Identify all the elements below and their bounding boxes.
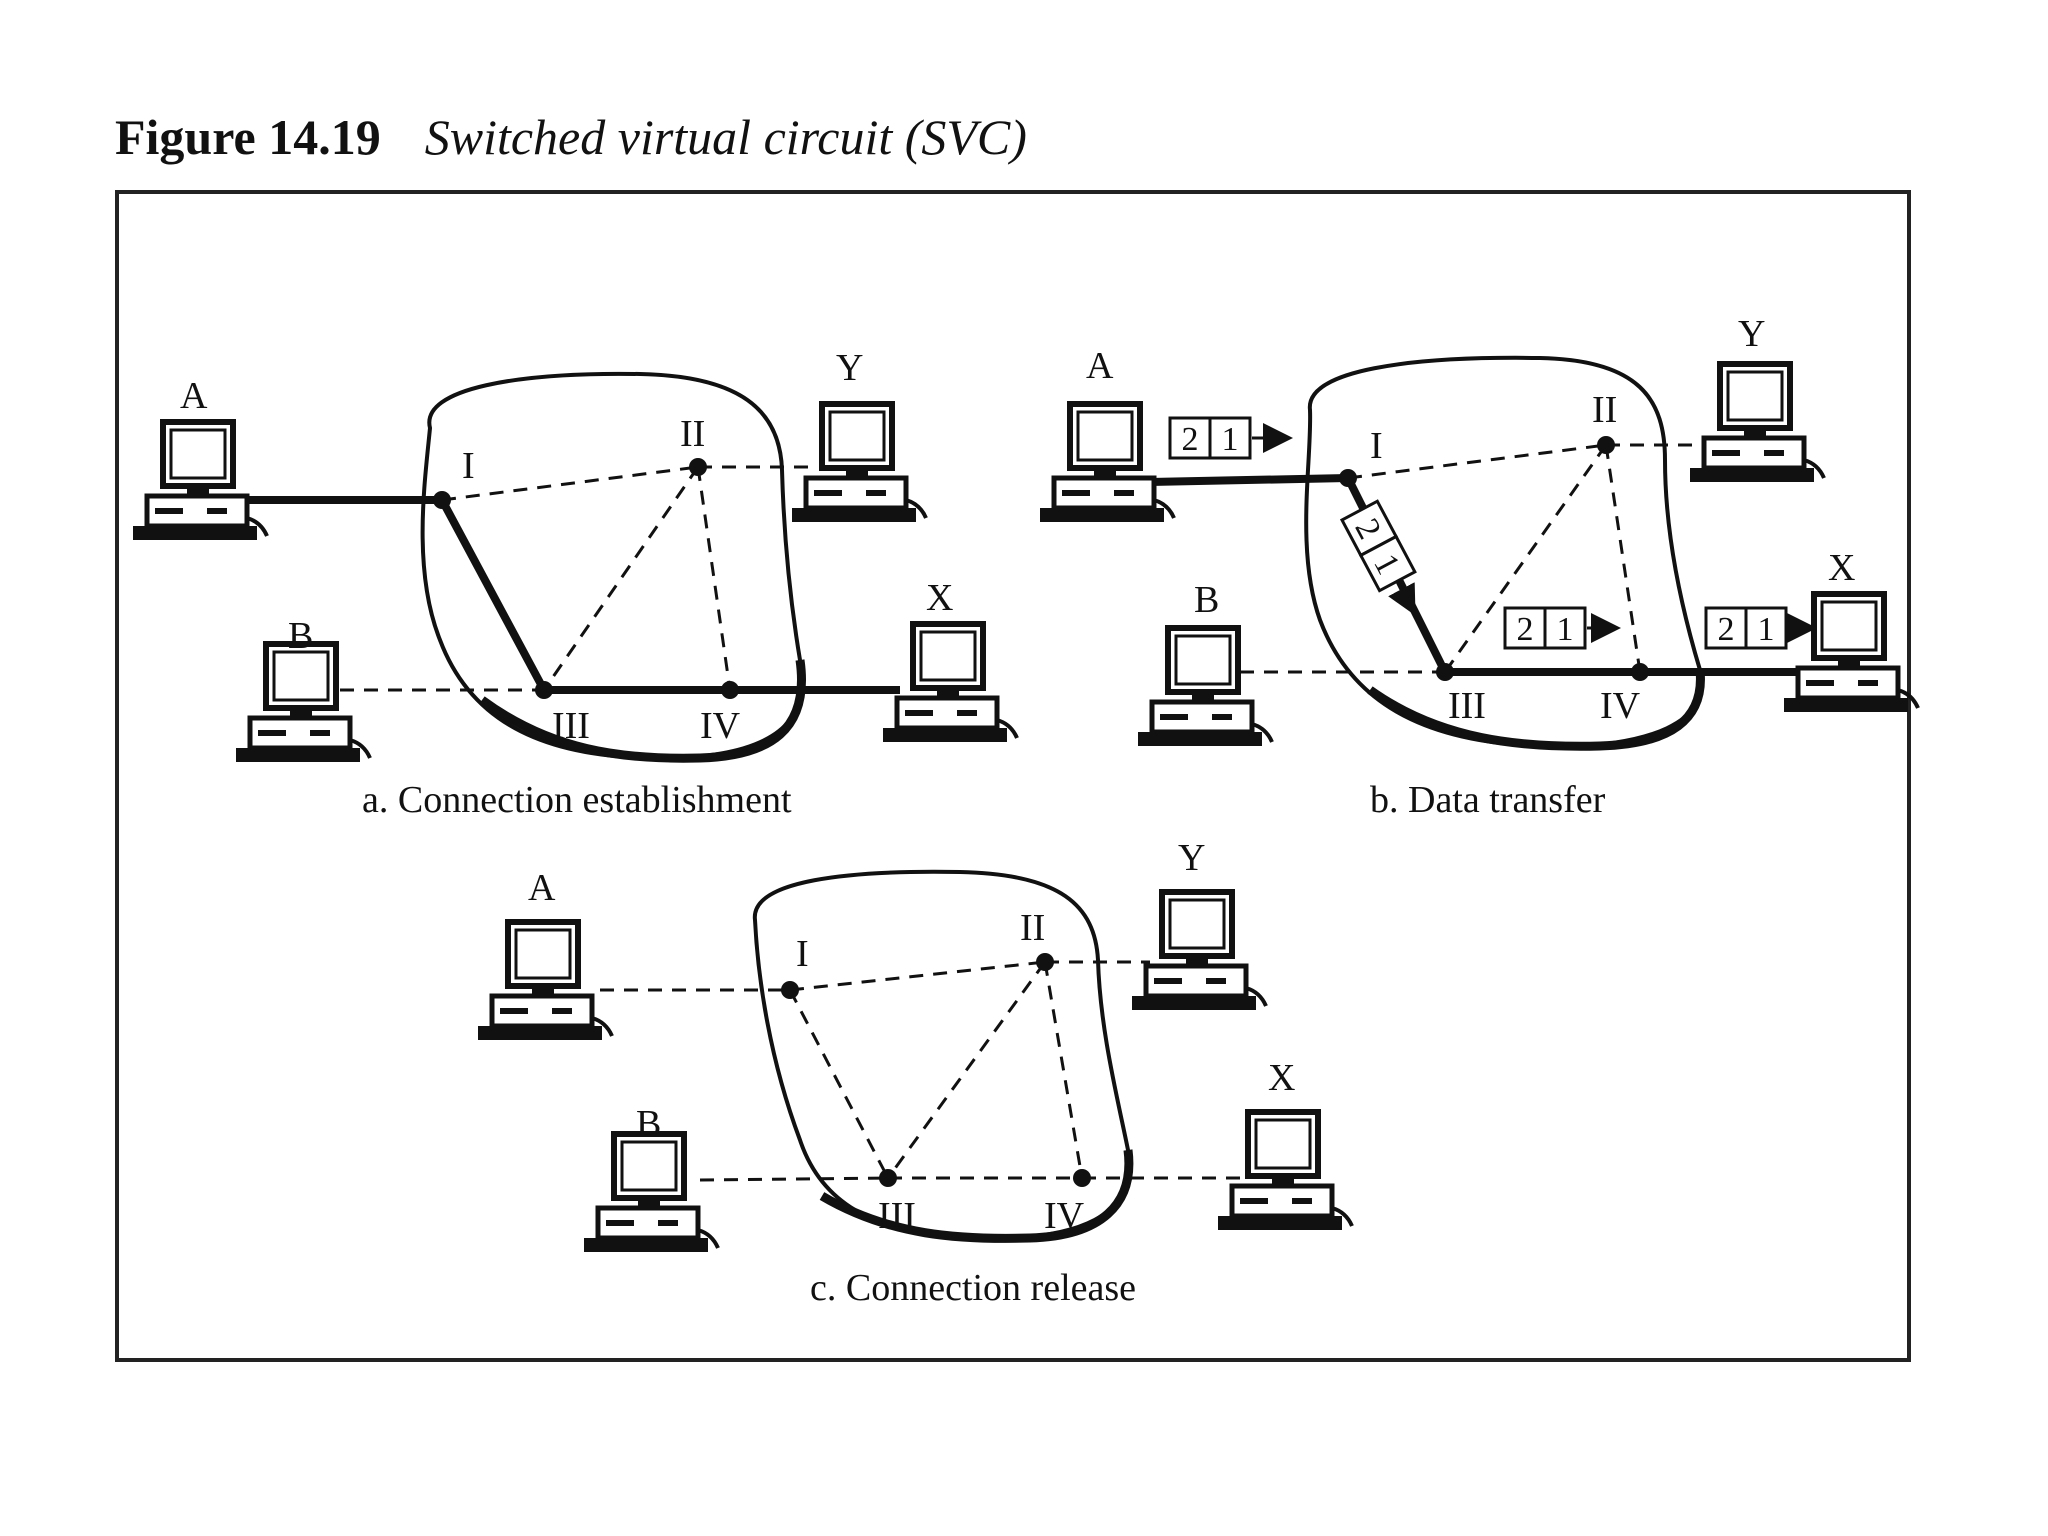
node-label-II: II <box>680 413 705 455</box>
node-label-I: I <box>462 445 475 487</box>
switch-node-I <box>433 491 451 509</box>
switch-node-III <box>1436 663 1454 681</box>
link-II-III <box>886 961 1047 1179</box>
node-label-IV: IV <box>1600 685 1641 727</box>
link-I-II <box>441 465 699 502</box>
node-label-II: II <box>1592 389 1617 431</box>
panel-a: I II III IV A B Y X a. Connection establ… <box>133 347 1017 821</box>
packet-group-I-III: 2 1 <box>1339 499 1417 616</box>
link-II-III <box>542 466 700 691</box>
computer-icon <box>1040 404 1174 522</box>
figure-title: Figure 14.19 Switched virtual circuit (SV… <box>115 108 1027 166</box>
cloud-thick-edge <box>1367 669 1705 751</box>
node-label-IV: IV <box>1044 1195 1085 1237</box>
computer-icon <box>584 1134 718 1252</box>
packet-group-III-IV: 2 1 <box>1503 606 1621 650</box>
packet-group-A-I: 2 1 <box>1168 416 1293 460</box>
host-label-A: A <box>528 867 556 909</box>
host-label-Y: Y <box>1738 313 1765 355</box>
figure-frame <box>115 190 1911 1362</box>
packet-label-2: 2 <box>1517 611 1534 648</box>
panel-c-caption: c. Connection release <box>810 1267 1136 1309</box>
packet-label-2: 2 <box>1182 421 1199 458</box>
link-I-II <box>1347 443 1607 480</box>
switch-node-I <box>1339 469 1357 487</box>
link-II-IV <box>1604 444 1642 673</box>
computer-icon <box>478 922 612 1040</box>
host-label-B: B <box>288 615 313 657</box>
circuit-A-I <box>1149 474 1349 486</box>
node-label-II: II <box>1020 907 1045 949</box>
packet-label-1: 1 <box>1557 611 1574 648</box>
node-label-IV: IV <box>700 705 741 747</box>
computer-icon <box>133 422 267 540</box>
packet-label-1: 1 <box>1758 611 1775 648</box>
host-label-X: X <box>926 577 953 619</box>
cloud-thick-edge <box>479 659 806 763</box>
switch-node-II <box>1036 953 1054 971</box>
panel-b-caption: b. Data transfer <box>1370 779 1606 821</box>
host-label-A: A <box>1086 345 1114 387</box>
link-I-II <box>789 960 1046 992</box>
computer-icon <box>1138 628 1272 746</box>
node-label-III: III <box>552 705 590 747</box>
switch-node-II <box>689 458 707 476</box>
host-label-B: B <box>636 1103 661 1145</box>
switch-node-II <box>1597 436 1615 454</box>
host-label-B: B <box>1194 579 1219 621</box>
packet-label-1: 1 <box>1222 421 1239 458</box>
switch-node-IV <box>1073 1169 1091 1187</box>
computer-icon <box>1690 364 1824 482</box>
panel-c: I II III IV A B Y X c. Connection releas… <box>478 837 1352 1309</box>
switch-node-III <box>879 1169 897 1187</box>
circuit-I-III <box>438 498 548 692</box>
figure-number: Figure 14.19 <box>115 109 381 165</box>
node-label-I: I <box>796 933 809 975</box>
node-label-III: III <box>1448 685 1486 727</box>
panel-b: I II III IV 2 1 2 1 2 1 2 <box>1040 313 1918 821</box>
network-cloud <box>752 869 1132 1241</box>
switch-node-I <box>781 981 799 999</box>
cloud-thick-edge <box>819 1149 1134 1243</box>
computer-icon <box>1784 594 1918 712</box>
host-label-X: X <box>1828 547 1855 589</box>
packet-group-IV-X: 2 1 <box>1704 606 1817 650</box>
computer-icon <box>1132 892 1266 1010</box>
link-II-IV <box>1043 961 1084 1179</box>
figure-caption: Switched virtual circuit (SVC) <box>424 109 1027 165</box>
link-II-IV <box>696 466 732 691</box>
switch-node-IV <box>1631 663 1649 681</box>
host-label-Y: Y <box>836 347 863 389</box>
link-I-III <box>788 989 890 1179</box>
switch-node-IV <box>721 681 739 699</box>
node-label-III: III <box>878 1195 916 1237</box>
packet-arrow-icon <box>1388 582 1416 616</box>
switch-node-III <box>535 681 553 699</box>
host-label-X: X <box>1268 1057 1295 1099</box>
host-label-A: A <box>180 375 208 417</box>
panel-a-caption: a. Connection establishment <box>362 779 792 821</box>
computer-icon <box>883 624 1017 742</box>
computer-icon <box>792 404 926 522</box>
host-label-Y: Y <box>1178 837 1205 879</box>
computer-icon <box>236 644 370 762</box>
packet-label-2: 2 <box>1718 611 1735 648</box>
computer-icon <box>1218 1112 1352 1230</box>
node-label-I: I <box>1370 425 1383 467</box>
link-B-III <box>699 1176 889 1182</box>
